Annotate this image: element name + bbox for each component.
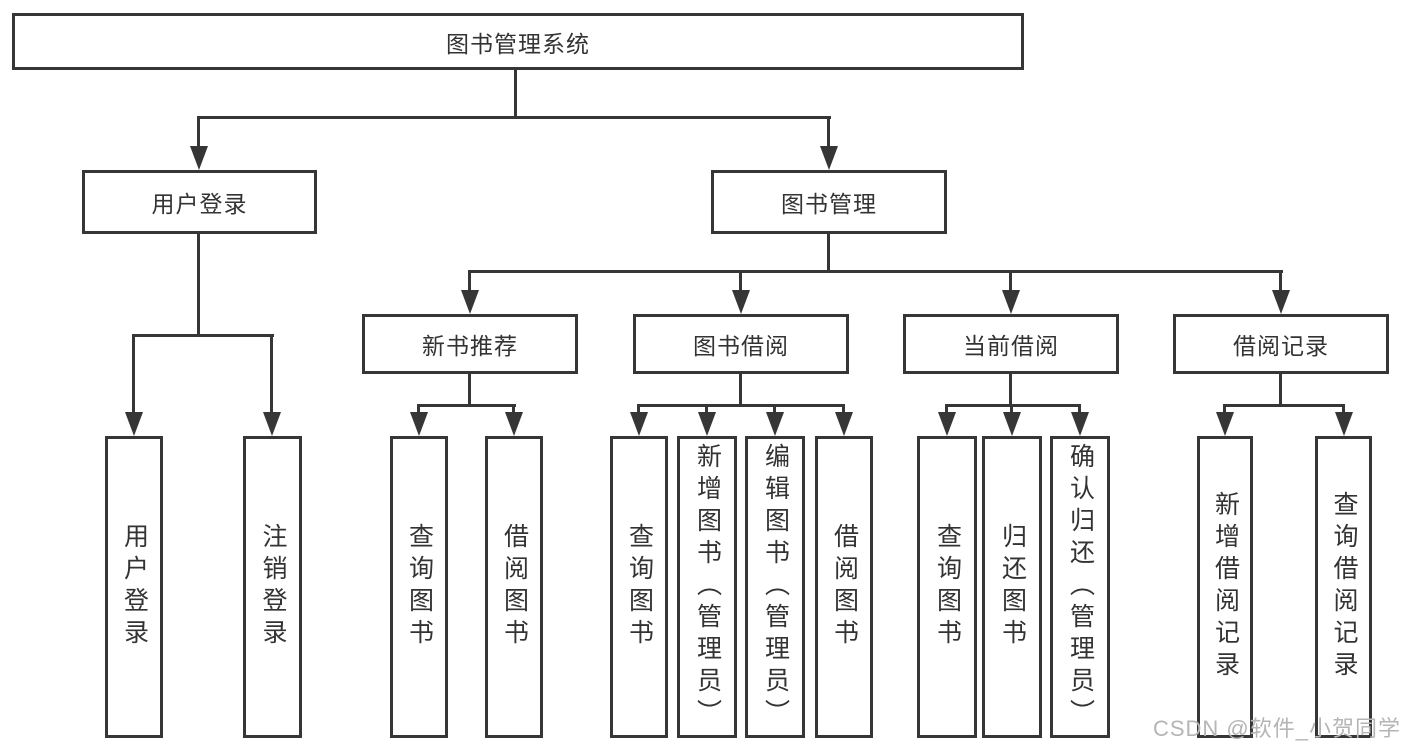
arrowhead-current-borrow xyxy=(1002,290,1020,314)
connector-to-login-leaf xyxy=(132,334,135,414)
node-book-borrowing: 图书借阅 xyxy=(633,314,849,374)
connector-book-borrow-stem xyxy=(739,374,742,407)
connector-to-book-mgmt xyxy=(827,116,830,148)
arrowhead-book-borrow xyxy=(732,290,750,314)
leaf-confirm-return-admin: 确认归还（管理员） xyxy=(1050,436,1110,738)
leaf-query-books-recommend: 查询图书 xyxy=(390,436,448,738)
arrowhead-leaf xyxy=(1003,412,1021,436)
leaf-return-books: 归还图书 xyxy=(982,436,1042,738)
connector-stub xyxy=(417,404,420,414)
connector-to-new-books xyxy=(468,270,471,294)
connector-current-borrow-stem xyxy=(1009,374,1012,407)
leaf-add-borrow-record: 新增借阅记录 xyxy=(1197,436,1253,738)
connector-stub xyxy=(1342,404,1345,414)
arrowhead-logout-leaf xyxy=(263,412,281,436)
arrowhead-user-login xyxy=(190,146,208,170)
connector-to-borrow-records xyxy=(1279,270,1282,294)
connector-new-books-stem xyxy=(468,374,471,407)
csdn-watermark: CSDN @软件_小贺同学 xyxy=(1152,716,1401,741)
arrowhead-leaf xyxy=(630,412,648,436)
connector-stub xyxy=(1010,404,1013,414)
connector-book-mgmt-split xyxy=(468,270,1283,273)
leaf-user-login: 用户登录 xyxy=(105,436,163,738)
arrowhead-borrow-records xyxy=(1272,290,1290,314)
connector-stub xyxy=(1078,404,1081,414)
arrowhead-leaf xyxy=(1216,412,1234,436)
leaf-query-books-borrowing: 查询图书 xyxy=(610,436,668,738)
connector-stub xyxy=(1223,404,1226,414)
connector-current-borrow-leafsplit xyxy=(945,404,1081,407)
node-borrowing-records: 借阅记录 xyxy=(1173,314,1389,374)
connector-borrow-records-leafsplit xyxy=(1223,404,1345,407)
connector-to-logout-leaf xyxy=(270,334,273,414)
arrowhead-leaf xyxy=(1335,412,1353,436)
connector-book-mgmt-stem xyxy=(827,234,830,272)
connector-to-book-borrow xyxy=(739,270,742,294)
arrowhead-leaf xyxy=(410,412,428,436)
leaf-borrow-books: 借阅图书 xyxy=(815,436,873,738)
connector-new-books-leafsplit xyxy=(417,404,516,407)
connector-stub xyxy=(705,404,708,414)
connector-stub xyxy=(773,404,776,414)
connector-root-split xyxy=(197,116,831,119)
arrowhead-leaf xyxy=(1071,412,1089,436)
connector-stub xyxy=(842,404,845,414)
connector-stub xyxy=(945,404,948,414)
node-root: 图书管理系统 xyxy=(12,13,1024,70)
leaf-edit-books-admin: 编辑图书（管理员） xyxy=(745,436,805,738)
node-book-management: 图书管理 xyxy=(711,170,947,234)
arrowhead-leaf xyxy=(698,412,716,436)
node-current-borrowing: 当前借阅 xyxy=(903,314,1119,374)
connector-book-borrow-leafsplit xyxy=(637,404,845,407)
leaf-add-books-admin: 新增图书（管理员） xyxy=(677,436,737,738)
node-new-book-recommend: 新书推荐 xyxy=(362,314,578,374)
arrowhead-login-leaf xyxy=(125,412,143,436)
arrowhead-leaf xyxy=(835,412,853,436)
connector-user-login-split xyxy=(132,334,274,337)
connector-root-stem xyxy=(514,70,517,118)
connector-borrow-records-stem xyxy=(1279,374,1282,407)
arrowhead-leaf xyxy=(766,412,784,436)
leaf-query-borrow-record: 查询借阅记录 xyxy=(1315,436,1372,738)
connector-to-current-borrow xyxy=(1009,270,1012,294)
leaf-borrow-books-recommend: 借阅图书 xyxy=(485,436,543,738)
node-user-login: 用户登录 xyxy=(82,170,317,234)
connector-user-login-stem xyxy=(197,234,200,336)
connector-stub xyxy=(637,404,640,414)
connector-to-user-login xyxy=(197,116,200,148)
connector-stub xyxy=(512,404,515,414)
leaf-query-books-current: 查询图书 xyxy=(917,436,977,738)
arrowhead-new-books xyxy=(461,290,479,314)
leaf-logout: 注销登录 xyxy=(243,436,302,738)
arrowhead-leaf xyxy=(938,412,956,436)
arrowhead-book-mgmt xyxy=(820,146,838,170)
arrowhead-leaf xyxy=(505,412,523,436)
